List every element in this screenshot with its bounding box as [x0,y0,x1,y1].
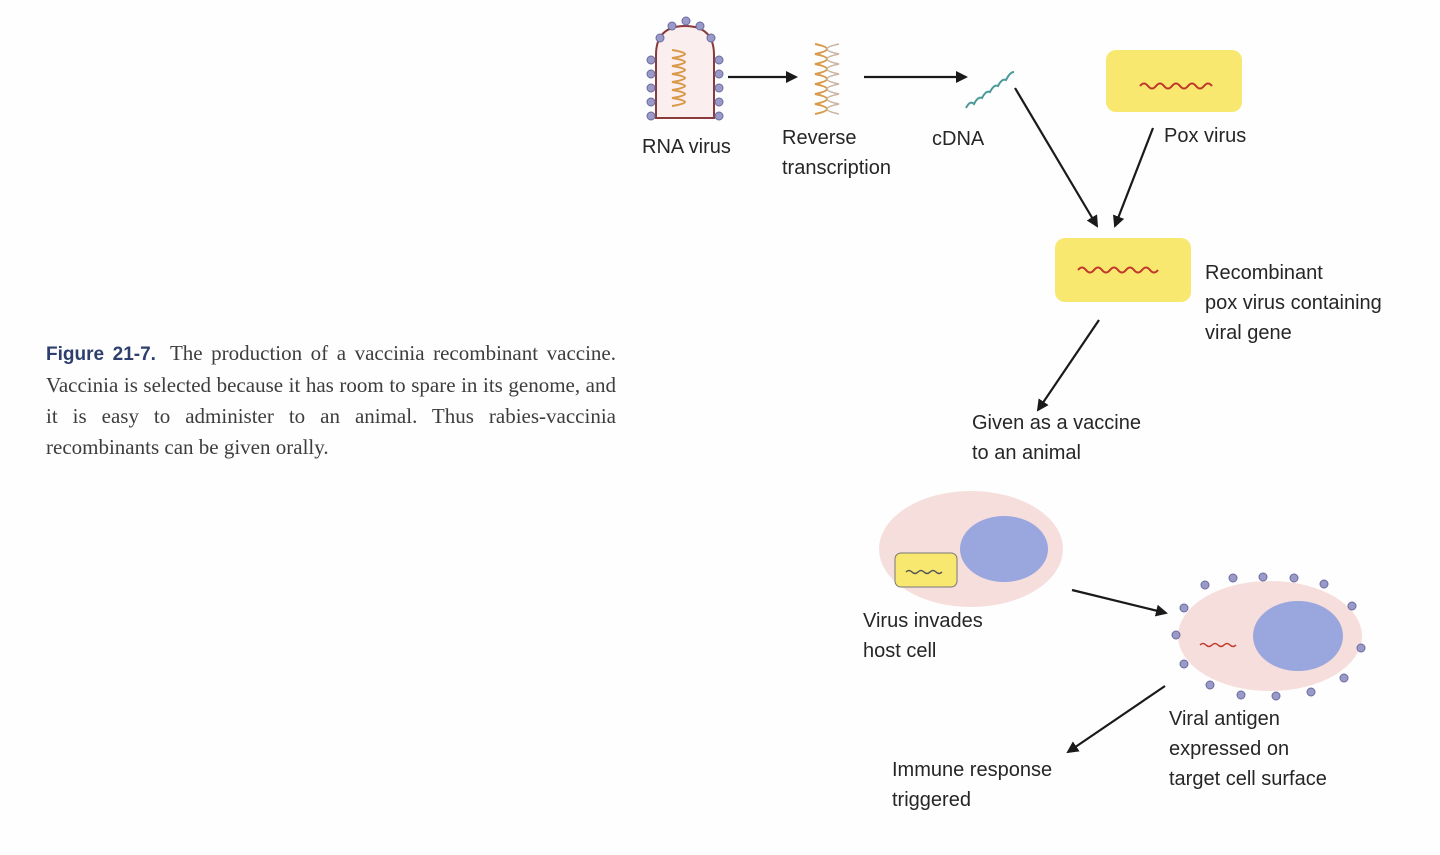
arrow-cdna-to-recombinant [1014,87,1099,228]
label-antigen-line1: Viral antigen [1169,708,1280,730]
arrow-recombinant-to-vaccine [1036,319,1100,412]
label-invades-line1: Virus invades [863,610,983,632]
label-vaccine-line1: Given as a vaccine [972,412,1141,434]
target-cell-icon [1171,572,1366,701]
label-pox-virus: Pox virus [1164,125,1247,147]
label-transcription: transcription [782,157,891,179]
cdna-icon [965,71,1015,109]
label-cdna: cDNA [932,128,985,150]
label-recombinant-line1: Recombinant [1205,262,1323,284]
label-vaccine-line2: to an animal [972,442,1081,464]
caption-text: The production of a vaccinia recombinant… [46,341,616,459]
arrow-target-to-immune [1066,685,1166,754]
label-recombinant-line3: viral gene [1205,322,1292,344]
label-antigen-line2: expressed on [1169,738,1290,760]
label-antigen-line3: target cell surface [1169,768,1327,790]
arrow-pox-to-recombinant [1113,127,1155,228]
label-rna-virus: RNA virus [642,136,731,158]
label-immune-line2: triggered [892,789,971,811]
figure-label: Figure 21-7. [46,344,156,365]
reverse-transcription-icon [814,43,840,115]
label-invades-line2: host cell [863,640,937,662]
label-reverse: Reverse [782,127,857,149]
label-immune-line1: Immune response [892,759,1053,781]
arrow-host-to-target [1071,588,1168,617]
host-cell-icon [879,491,1063,607]
recombinant-pox-virus-icon [1055,238,1191,302]
rna-virus-icon [646,16,724,121]
label-recombinant-line2: pox virus containing [1205,292,1382,314]
figure-caption: Figure 21-7.The production of a vaccinia… [46,338,616,463]
pox-virus-icon [1106,50,1242,112]
